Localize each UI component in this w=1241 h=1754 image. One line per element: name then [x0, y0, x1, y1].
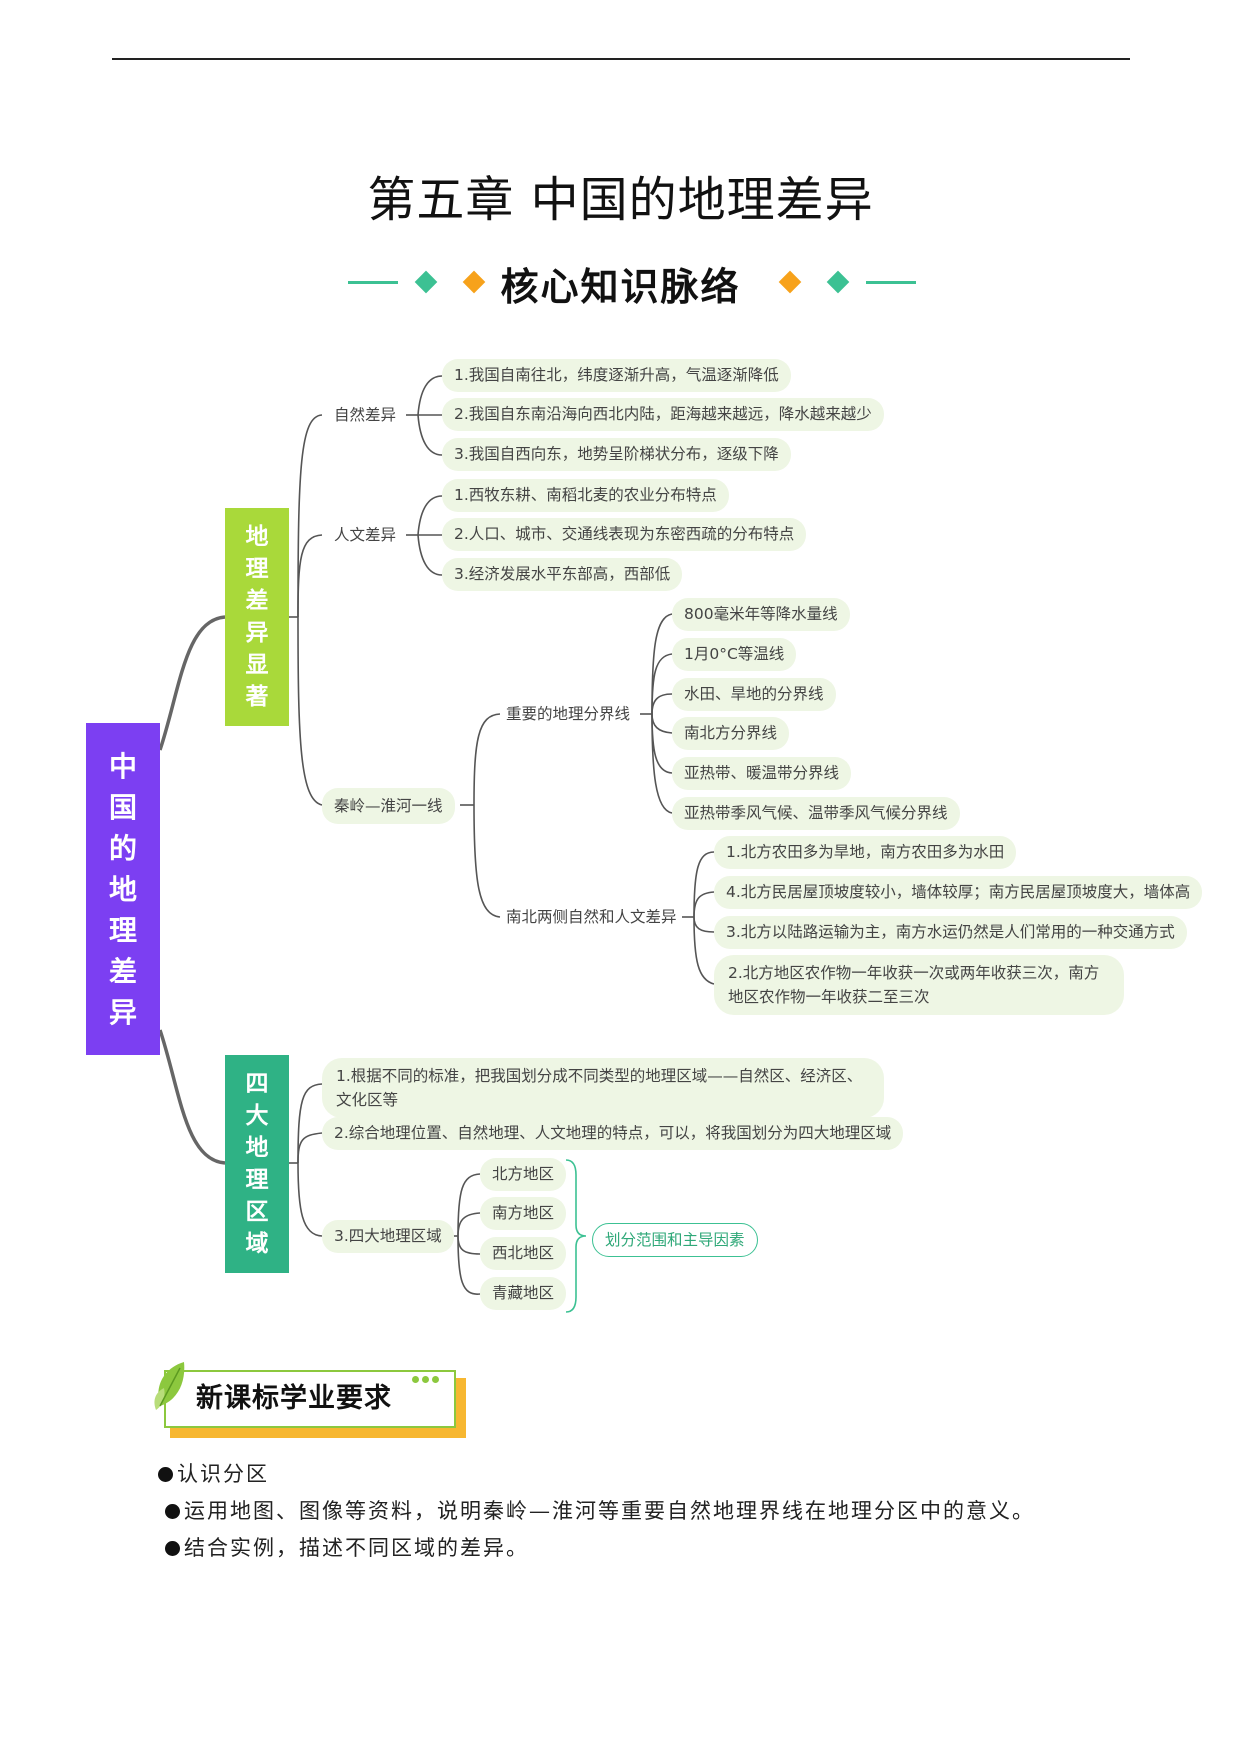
sides-item[interactable]: 2.北方地区农作物一年收获一次或两年收获三次，南方地区农作物一年收获二至三次 [714, 955, 1124, 1015]
section-header: 核心知识脉络 [0, 256, 1241, 312]
natural-item[interactable]: 3.我国自西向东，地势呈阶梯状分布，逐级下降 [442, 438, 791, 471]
vertical-char: 著 [245, 684, 269, 710]
natural-item[interactable]: 1.我国自南往北，纬度逐渐升高，气温逐渐降低 [442, 359, 791, 392]
human-item[interactable]: 2.人口、城市、交通线表现为东密西疏的分布特点 [442, 518, 807, 551]
requirement-item: 结合实例，描述不同区域的差异。 [165, 1532, 529, 1562]
sides-item[interactable]: 1.北方农田多为旱地，南方农田多为水田 [714, 836, 1017, 869]
region-item[interactable]: 西北地区 [480, 1237, 567, 1270]
bullet-icon [165, 1504, 180, 1519]
header-right-line [866, 281, 916, 284]
regions-item[interactable]: 2.综合地理位置、自然地理、人文地理的特点，可以，将我国划分为四大地理区域 [322, 1117, 904, 1150]
region-item[interactable]: 北方地区 [480, 1158, 567, 1191]
region-item[interactable]: 青藏地区 [480, 1277, 567, 1310]
bullet-icon [158, 1467, 173, 1482]
vertical-char: 地 [108, 872, 137, 906]
vertical-char: 中 [108, 749, 137, 783]
sides-node[interactable]: 南北两侧自然和人文差异 [506, 908, 677, 926]
boundaries-node[interactable]: 重要的地理分界线 [506, 705, 631, 723]
human-item[interactable]: 1.西牧东耕、南稻北麦的农业分布特点 [442, 479, 729, 512]
boundary-item[interactable]: 亚热带、暖温带分界线 [672, 757, 852, 790]
natural-diff-node[interactable]: 自然差异 [334, 406, 397, 424]
four-regions-node[interactable]: 3.四大地理区域 [322, 1220, 454, 1253]
vertical-char: 差 [245, 588, 269, 614]
brace-icon [565, 1159, 587, 1313]
vertical-char: 异 [108, 995, 137, 1029]
vertical-char: 的 [108, 831, 137, 865]
requirement-item: 认识分区 [158, 1458, 269, 1488]
vertical-char: 异 [245, 620, 269, 646]
vertical-char: 国 [108, 790, 137, 824]
qinling-node[interactable]: 秦岭—淮河一线 [322, 788, 455, 824]
regions-item[interactable]: 1.根据不同的标准，把我国划分成不同类型的地理区域——自然区、经济区、文化区等 [322, 1058, 884, 1118]
top-rule [112, 58, 1130, 60]
page-title: 第五章 中国的地理差异 [367, 172, 874, 228]
bullet-icon [165, 1541, 180, 1556]
branch-diff-node[interactable]: 地理差异显著 [225, 508, 289, 726]
natural-item[interactable]: 2.我国自东南沿海向西北内陆，距海越来越远，降水越来越少 [442, 398, 884, 431]
boundary-item[interactable]: 800毫米年等降水量线 [672, 598, 850, 631]
section-header-text: 核心知识脉络 [500, 265, 741, 309]
vertical-char: 地 [245, 524, 269, 550]
vertical-char: 理 [108, 913, 137, 947]
banner-label: 新课标学业要求 [196, 1383, 392, 1414]
vertical-char: 地 [245, 1135, 269, 1161]
human-item[interactable]: 3.经济发展水平东部高，西部低 [442, 558, 683, 591]
vertical-char: 大 [245, 1103, 269, 1129]
requirement-item: 运用地图、图像等资料，说明秦岭—淮河等重要自然地理界线在地理分区中的意义。 [165, 1495, 1035, 1525]
sides-item[interactable]: 3.北方以陆路运输为主，南方水运仍然是人们常用的一种交通方式 [714, 916, 1187, 949]
vertical-char: 理 [245, 1167, 269, 1193]
vertical-char: 显 [245, 652, 269, 678]
sides-item[interactable]: 4.北方民居屋顶坡度较小，墙体较厚；南方民居屋顶坡度大，墙体高 [714, 876, 1203, 909]
root-node[interactable]: 中国的地理差异 [86, 723, 160, 1055]
vertical-char: 域 [245, 1231, 269, 1257]
leaf-icon [154, 1362, 185, 1410]
boundary-item[interactable]: 1月0°C等温线 [672, 638, 797, 671]
dots-icon [412, 1368, 442, 1387]
banner-frame [164, 1370, 456, 1428]
branch-regions-node[interactable]: 四大地理区域 [225, 1055, 289, 1273]
requirements-banner: 新课标学业要求 [150, 1356, 466, 1440]
vertical-char: 差 [108, 954, 137, 988]
factor-node[interactable]: 划分范围和主导因素 [592, 1223, 758, 1257]
boundary-item[interactable]: 水田、旱地的分界线 [672, 678, 836, 711]
region-item[interactable]: 南方地区 [480, 1197, 567, 1230]
vertical-char: 区 [245, 1199, 269, 1225]
boundary-item[interactable]: 南北方分界线 [672, 717, 790, 750]
vertical-char: 理 [245, 556, 269, 582]
vertical-char: 四 [245, 1071, 269, 1097]
header-left-line [348, 281, 398, 284]
human-diff-node[interactable]: 人文差异 [334, 526, 397, 544]
boundary-item[interactable]: 亚热带季风气候、温带季风气候分界线 [672, 797, 960, 830]
